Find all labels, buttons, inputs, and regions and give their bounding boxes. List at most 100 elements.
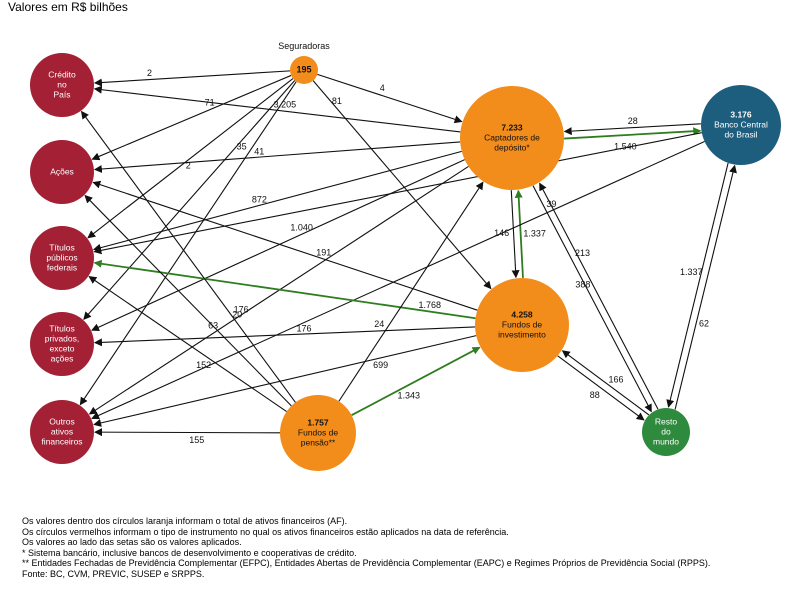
footnote: ** Entidades Fechadas de Previdência Com… — [22, 558, 711, 569]
node-label: Ações — [50, 166, 74, 176]
flow-value-label: 71 — [205, 97, 215, 107]
node-circle — [30, 312, 94, 376]
flow-value-label: 176 — [296, 323, 311, 333]
node-label: investimento — [498, 329, 546, 339]
flow-value-label: 213 — [575, 248, 590, 258]
footnote: Os valores dentro dos círculos laranja i… — [22, 516, 348, 526]
node-label: mundo — [653, 436, 679, 446]
flow-arrow-fundos_inv-to-captadores — [514, 189, 524, 278]
node-label: Títulos — [49, 323, 75, 333]
node-label: no — [57, 79, 67, 89]
flow-arrow-resto-to-fundos_inv — [561, 350, 650, 416]
flow-value-label: 41 — [254, 146, 264, 156]
flow-arrow-seguradoras-to-acoes — [91, 74, 292, 161]
node-label: federais — [47, 262, 77, 272]
node-circle — [290, 56, 318, 84]
flow-arrow-resto-to-captadores — [539, 182, 659, 410]
node-label: pensão** — [301, 437, 336, 447]
flow-value-label: 62 — [699, 319, 709, 329]
node-label: 1.757 — [307, 417, 329, 427]
flow-value-label: 1.768 — [419, 300, 442, 310]
flow-arrow-captadores-to-credito — [93, 85, 461, 133]
flow-arrow-fundos_pensao-to-fundos_inv — [351, 346, 481, 417]
flow-value-label: 872 — [252, 195, 267, 205]
flow-value-label: 3.205 — [274, 100, 297, 110]
flow-value-label: 63 — [208, 321, 218, 331]
node-label: 7.233 — [501, 122, 523, 132]
node-label: Fundos de — [502, 319, 542, 329]
node-circle — [701, 85, 781, 165]
node-circle — [642, 408, 690, 456]
node-label: públicos — [46, 252, 77, 262]
node-label: 3.176 — [730, 109, 752, 119]
node-circle — [280, 395, 356, 471]
flow-arrow-fundos_pensao-to-titulos_pub — [88, 276, 287, 413]
footnotes: Os valores dentro dos círculos laranja i… — [22, 516, 792, 580]
node-label: Fundos de — [298, 427, 338, 437]
node-circle — [30, 140, 94, 204]
footnote: Os valores ao lado das setas são os valo… — [22, 537, 242, 548]
flow-value-label: 1.540 — [614, 141, 637, 151]
flow-arrow-fundos_inv-to-titulos_pub — [93, 259, 476, 320]
node-label: Crédito — [48, 69, 76, 79]
flow-arrow-captadores-to-resto — [532, 185, 652, 413]
flow-arrow-fundos_pensao-to-acoes — [84, 194, 292, 407]
node-label: País — [53, 89, 70, 99]
flow-value-label: 176 — [234, 304, 249, 314]
flow-arrow-seguradoras-to-outros — [79, 81, 297, 406]
flow-value-label: 1.337 — [523, 229, 546, 239]
node-label: privados, — [45, 333, 80, 343]
node-label: financeiros — [41, 436, 82, 446]
flow-value-label: 39 — [546, 199, 556, 209]
flow-arrow-fundos_inv-to-resto — [557, 355, 645, 421]
flow-value-label: 2 — [186, 161, 191, 171]
flow-value-label: 20 — [232, 310, 242, 320]
flow-arrow-fundos_pensao-to-credito — [80, 110, 296, 403]
node-caption: Seguradoras — [278, 41, 330, 51]
footnote: * Sistema bancário, inclusive bancos de … — [22, 547, 357, 558]
node-label: Banco Central — [714, 119, 768, 129]
flow-value-label: 166 — [609, 374, 624, 384]
flow-arrow-resto-to-bcb — [674, 164, 737, 410]
flow-arrow-captadores-to-acoes — [93, 141, 461, 173]
node-circle — [475, 278, 569, 372]
flow-value-label: 152 — [196, 360, 211, 370]
flow-value-label: 155 — [189, 435, 204, 445]
flow-arrow-captadores-to-titulos_priv — [91, 159, 465, 331]
flow-value-label: 1.337 — [680, 267, 703, 277]
node-label: Outros — [49, 416, 75, 426]
flow-value-label: 2 — [147, 68, 152, 78]
node-circle — [30, 226, 94, 290]
flow-arrow-seguradoras-to-captadores — [317, 73, 463, 124]
flow-arrow-bcb-to-captadores — [563, 123, 701, 136]
flow-value-label: 191 — [316, 247, 331, 257]
flow-value-label: 28 — [628, 116, 638, 126]
flow-arrow-fundos_inv-to-titulos_priv — [93, 326, 476, 347]
diagram-subtitle: Valores em R$ bilhões — [8, 0, 128, 14]
node-circle — [460, 86, 564, 190]
flow-arrow-bcb-to-outros — [91, 140, 705, 420]
node-label: do Brasil — [724, 129, 757, 139]
flow-arrow-seguradoras-to-titulos_pub — [87, 78, 294, 239]
flow-value-label: 1.343 — [398, 390, 421, 400]
node-circle — [30, 53, 94, 117]
flow-value-label: 146 — [494, 228, 509, 238]
node-circle — [30, 400, 94, 464]
flow-value-label: 388 — [575, 279, 590, 289]
node-acoes: Ações — [30, 140, 94, 204]
flow-arrow-captadores-to-titulos_pub — [92, 150, 462, 252]
node-label: 4.258 — [511, 309, 533, 319]
node-label: ações — [51, 353, 74, 363]
flow-arrow-captadores-to-bcb — [564, 127, 702, 140]
flow-arrow-fundos_pensao-to-outros — [93, 428, 281, 437]
flow-arrow-captadores-to-fundos_inv — [510, 190, 520, 279]
flow-value-label: 81 — [332, 96, 342, 106]
